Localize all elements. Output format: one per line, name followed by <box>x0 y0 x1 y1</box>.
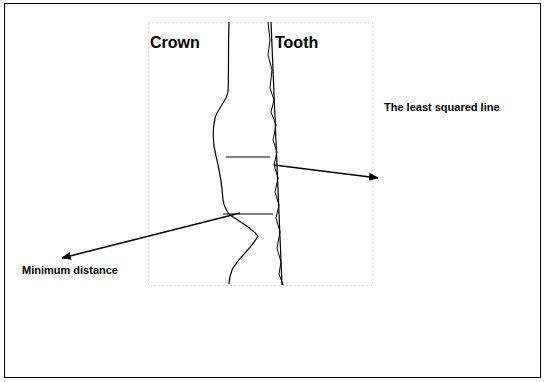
leader-arrow <box>62 213 240 258</box>
crown-outline <box>213 22 258 284</box>
leader-arrow <box>274 165 378 178</box>
callout-label: The least squared line <box>384 101 500 113</box>
callout-label: Minimum distance <box>22 264 118 276</box>
minimum-gap-line <box>223 214 273 215</box>
least-squares-line <box>271 22 282 285</box>
tooth-outline <box>268 22 283 285</box>
gap-line <box>226 157 270 158</box>
image-region <box>149 23 373 286</box>
region-label: Tooth <box>275 34 318 52</box>
region-label: Crown <box>150 34 200 52</box>
outer-frame <box>5 4 541 378</box>
